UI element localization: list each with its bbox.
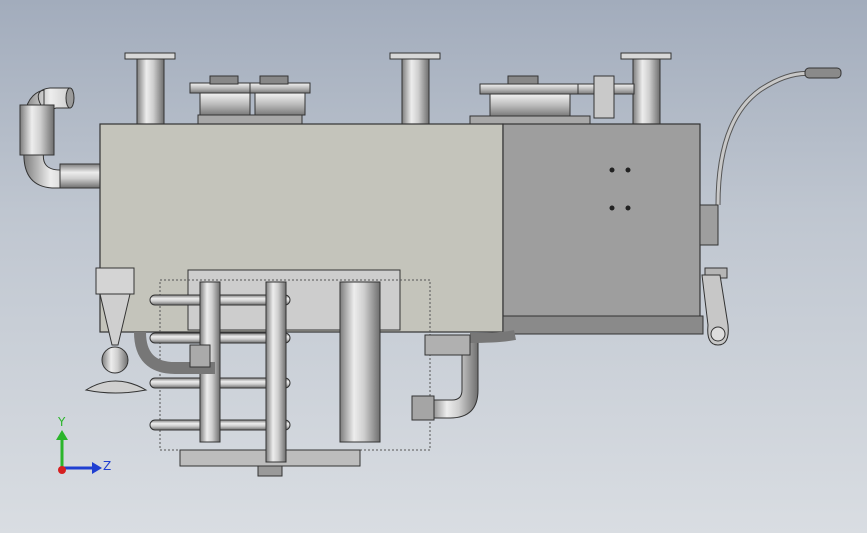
right-bracket	[699, 204, 729, 346]
lower-right-elbow-pipe	[411, 330, 516, 421]
z-axis-label: Z	[103, 459, 111, 473]
coil-assembly	[134, 269, 431, 477]
left-bracket	[84, 267, 148, 394]
coordinate-triad: Y Z	[56, 415, 111, 474]
z-axis-arrowhead	[92, 462, 102, 474]
right-cable	[715, 67, 842, 206]
left-elbow-pipe	[19, 87, 101, 189]
top-pipe-center	[389, 52, 441, 125]
gear-assembly-right	[469, 75, 635, 125]
y-axis-label: Y	[57, 415, 66, 429]
top-pipe-left	[124, 52, 176, 125]
gear-assembly-left	[189, 75, 311, 126]
x-axis-dot	[58, 466, 66, 474]
top-pipe-right	[620, 52, 672, 125]
y-axis-arrowhead	[56, 430, 68, 440]
